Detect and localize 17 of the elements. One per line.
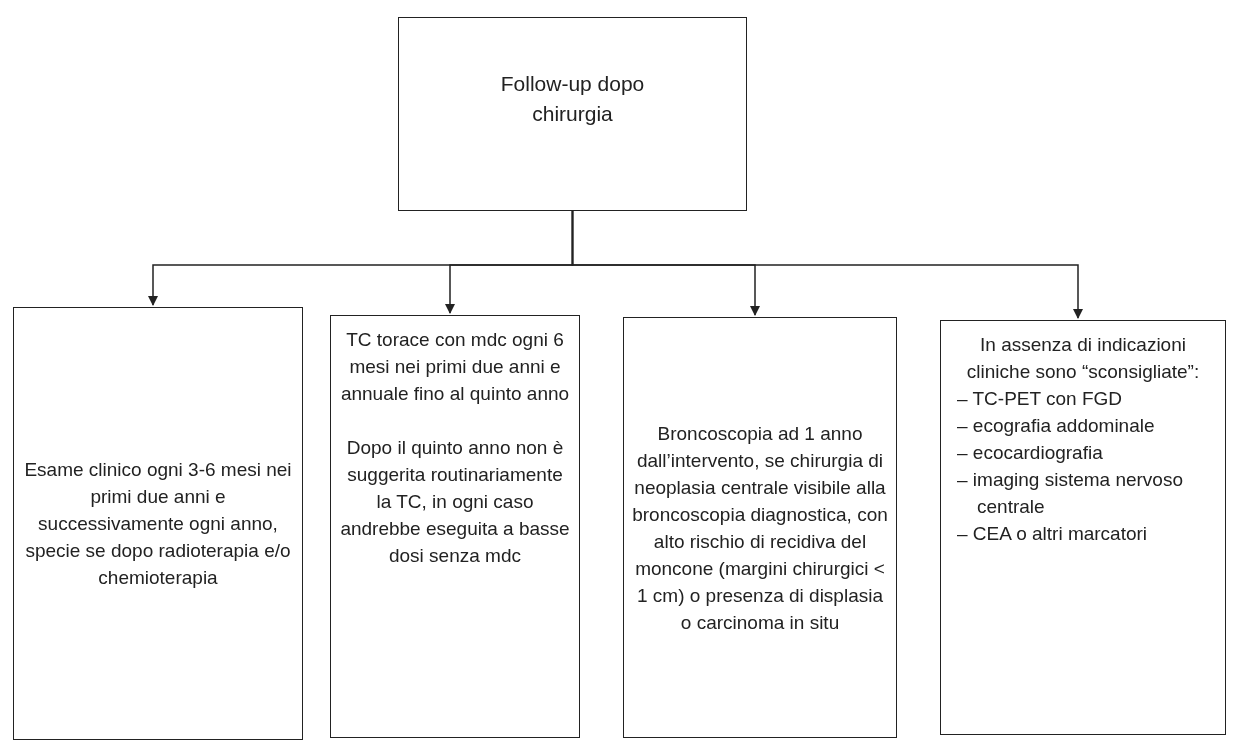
process-box bbox=[623, 317, 897, 738]
process-box bbox=[940, 320, 1226, 735]
process-box bbox=[13, 307, 303, 740]
title-text: Follow-up dopo chirurgia bbox=[499, 71, 646, 127]
list-item: – TC-PET con FGD bbox=[956, 387, 1124, 411]
list-item: – ecografia addominale bbox=[956, 414, 1156, 438]
box-text: TC torace con mdc ogni 6 mesi nei primi due anni e annuale fino al quinto anno bbox=[339, 328, 571, 406]
box-text: Broncoscopia ad 1 anno dall’intervento, se chirurgia di neoplasia centrale visibile alla broncoscopia diagnostica, con alto rischio di recidiva del moncone (margini chirurgici < 1 cm) o presenza di displasia o carcinoma in situ bbox=[632, 421, 888, 635]
box-text: Esame clinico ogni 3-6 mesi nei primi due anni e successivamente ogni anno, specie se dopo radioterapia e/o chemioterapia bbox=[23, 458, 293, 590]
process-box bbox=[330, 315, 580, 738]
box-text: In assenza di indicazioni cliniche sono “sconsigliate”: bbox=[965, 333, 1201, 384]
list-item: – CEA o altri marcatori bbox=[956, 522, 1149, 546]
list-item: – imaging sistema nervoso centrale bbox=[956, 468, 1184, 519]
list-item: – ecocardiografia bbox=[956, 441, 1104, 465]
connector-arrow bbox=[571, 210, 1083, 319]
process-box bbox=[398, 17, 747, 211]
box-text: Dopo il quinto anno non è suggerita routinariamente la TC, in ogni caso andrebbe eseguita a basse dosi senza mdc bbox=[339, 436, 571, 568]
